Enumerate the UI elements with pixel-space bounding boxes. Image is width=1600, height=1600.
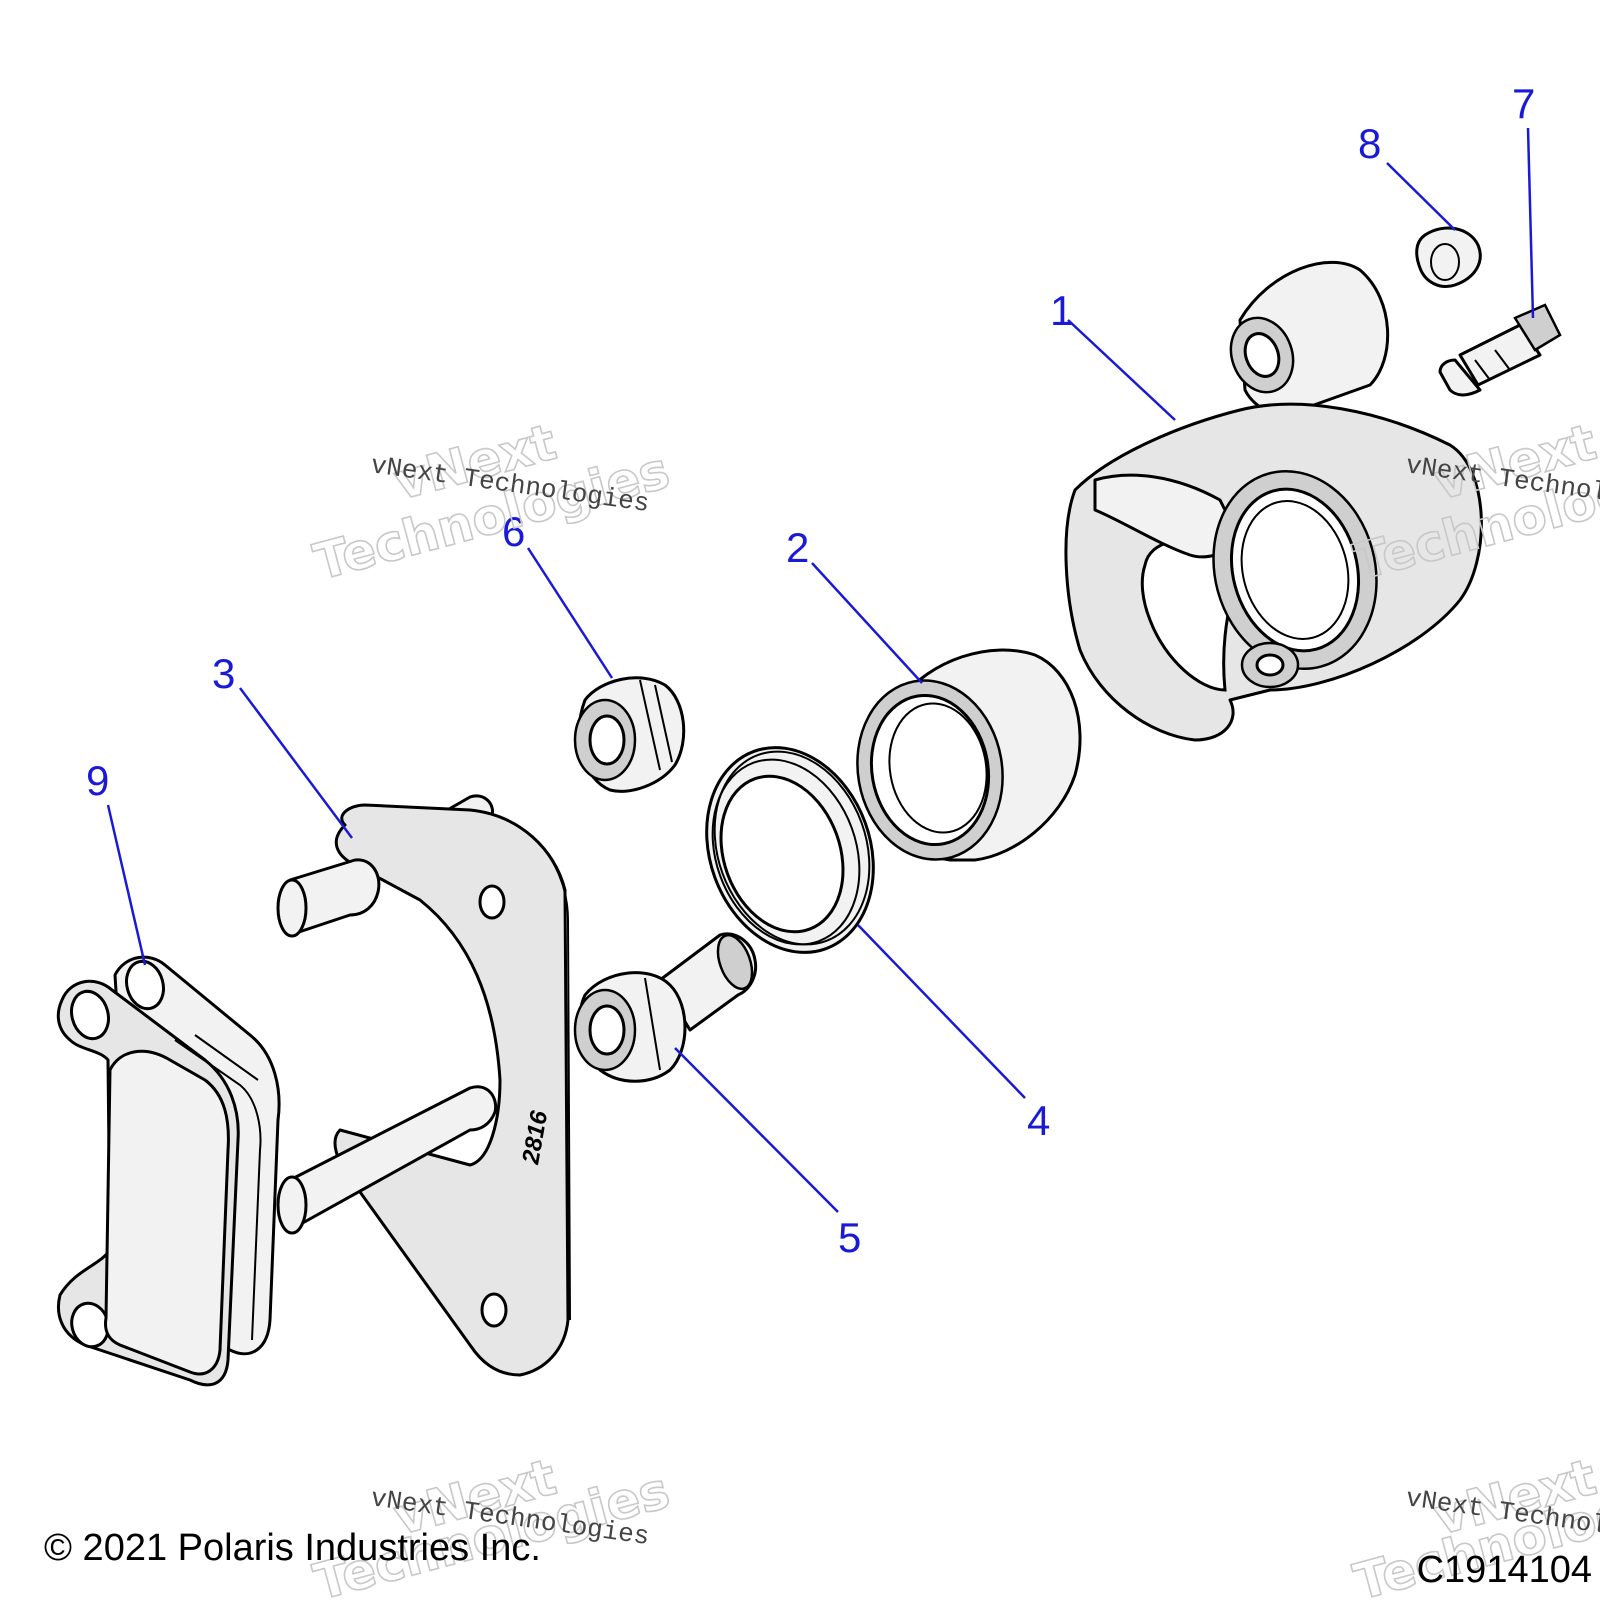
caliper-body-part [1064,260,1483,742]
leader-2 [811,562,923,684]
leader-7 [1526,127,1535,319]
boot-seal-upper-part [573,676,686,793]
watermark-top-left: vNext Technologies vNext Technologies [307,412,676,592]
callout-2: 2 [786,524,809,571]
callout-5: 5 [838,1214,861,1261]
piston-part [856,648,1082,862]
drawing-id: C1914104 [1417,1549,1592,1591]
callout-7: 7 [1512,80,1535,127]
callout-6: 6 [502,508,525,555]
brake-pads-part [56,955,281,1387]
mounting-bracket-part: 2816 [276,794,571,1377]
leader-6 [526,547,614,679]
leader-1 [1067,319,1176,421]
callout-9: 9 [86,757,109,804]
copyright-text: © 2021 Polaris Industries Inc. [44,1527,541,1569]
leader-3 [238,687,354,839]
callout-8: 8 [1358,120,1381,167]
callout-4: 4 [1027,1097,1050,1144]
callout-labels: 1 2 3 4 5 6 7 8 9 [86,80,1535,1261]
leader-4 [857,924,1026,1099]
leader-9 [106,804,147,966]
callout-1: 1 [1050,287,1073,334]
slide-pin-part [573,932,758,1083]
leader-8 [1386,162,1456,231]
watermark-bottom-left: vNext Technologies vNext Technologies [307,1447,676,1600]
leader-5 [674,1047,839,1213]
bleeder-screw-part [1438,303,1562,397]
callout-3: 3 [212,650,235,697]
piston-seal-part [705,746,875,954]
leader-lines [106,127,1535,1213]
bleeder-cap-part [1415,226,1482,288]
